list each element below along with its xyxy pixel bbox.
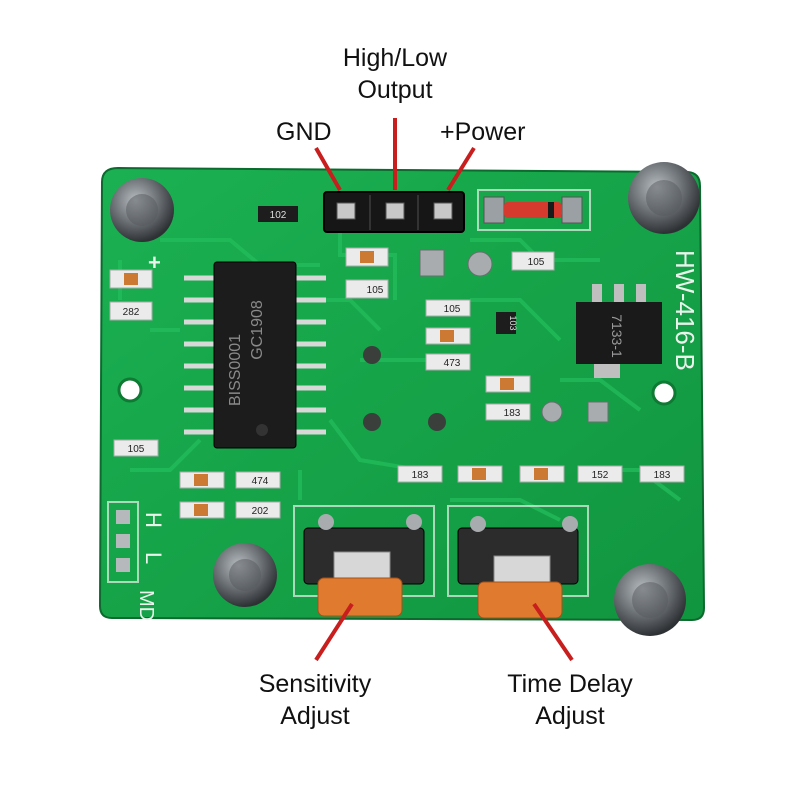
label-high-low-line2: Output [357, 76, 433, 104]
svg-text:473: 473 [444, 358, 461, 369]
label-sensitivity-line2: Adjust [280, 702, 350, 730]
potentiometer-sensitivity[interactable] [293, 505, 435, 617]
smd-resistor: 183 [639, 465, 685, 483]
svg-text:183: 183 [654, 470, 671, 481]
smd-resistor: 105 [425, 299, 471, 317]
silk-outline-diode [477, 189, 591, 231]
svg-text:102: 102 [270, 210, 287, 221]
pointer-arrows [314, 118, 574, 662]
capacitor-bottom-right [614, 564, 686, 636]
smd-resistor: 103 [496, 312, 518, 334]
smd-resistor: 105 [345, 279, 389, 299]
arrow-power [446, 146, 476, 192]
smd-resistor: 473 [425, 353, 471, 371]
svg-text:474: 474 [252, 476, 269, 487]
smd-resistor [425, 327, 471, 345]
via [428, 413, 446, 431]
svg-text:282: 282 [123, 307, 140, 318]
smd-resistor [485, 375, 531, 393]
svg-text:105: 105 [528, 257, 545, 268]
svg-text:152: 152 [592, 470, 609, 481]
silk-md-marking: MD [135, 590, 157, 621]
pad [467, 251, 493, 277]
label-gnd: GND [276, 118, 332, 146]
voltage-regulator: 7133-1 [576, 284, 662, 378]
mounting-hole-right [651, 380, 677, 406]
arrow-sensitivity [314, 602, 354, 662]
silk-h-marking: H [141, 512, 166, 528]
smd-resistor: 152 [577, 465, 623, 483]
smd-resistor [519, 465, 565, 483]
svg-text:202: 202 [252, 506, 269, 517]
jumper-pads [116, 510, 130, 572]
label-sensitivity-line1: Sensitivity [258, 670, 372, 698]
regulator-marking: 7133-1 [609, 314, 625, 358]
pin-header [323, 191, 465, 233]
pad [587, 401, 609, 423]
smd-resistor [345, 247, 389, 267]
sensitivity-knob[interactable] [317, 577, 403, 617]
svg-text:183: 183 [504, 408, 521, 419]
capacitor-bottom-left [213, 543, 277, 607]
diode [483, 196, 583, 224]
silk-outline-jumper [107, 501, 139, 583]
svg-text:103: 103 [508, 315, 518, 330]
silk-l-marking: L [141, 552, 166, 564]
smd-resistor: 183 [485, 403, 531, 421]
svg-text:105: 105 [367, 285, 384, 296]
pin-gnd [336, 202, 356, 220]
via [363, 413, 381, 431]
label-high-low-output: High/Low Output [325, 42, 465, 106]
smd-resistor: 105 [113, 439, 159, 457]
smd-resistor: 183 [397, 465, 443, 483]
chip-marking-1: BISS0001 [227, 334, 244, 406]
label-time-delay-adjust: Time Delay Adjust [480, 668, 660, 732]
smd-resistor: 102 [258, 206, 298, 222]
ic-biss0001: BISS0001 GC1908 [184, 261, 326, 449]
time-delay-knob[interactable] [477, 581, 563, 619]
model-marking: HW-416-B [670, 250, 700, 371]
smd-resistor [109, 269, 153, 289]
svg-text:105: 105 [128, 444, 145, 455]
pad [419, 249, 445, 277]
mounting-hole-left [117, 377, 143, 403]
smd-resistor: 105 [511, 251, 555, 271]
svg-text:183: 183 [412, 470, 429, 481]
smd-resistor: 282 [109, 301, 153, 321]
svg-text:105: 105 [444, 304, 461, 315]
smd-resistor [457, 465, 503, 483]
smd-resistor: 202 [235, 501, 281, 519]
smd-resistor [179, 471, 225, 489]
chip-marking-2: GC1908 [249, 300, 266, 360]
capacitor-top-left [110, 178, 174, 242]
pin-power [433, 202, 453, 220]
via [363, 346, 381, 364]
via [541, 401, 563, 423]
smd-resistor: 474 [235, 471, 281, 489]
label-high-low-line1: High/Low [342, 44, 448, 72]
label-sensitivity-adjust: Sensitivity Adjust [230, 668, 400, 732]
potentiometer-time-delay[interactable] [447, 505, 589, 619]
capacitor-top-right [628, 162, 700, 234]
smd-resistor [179, 501, 225, 519]
arrow-time-delay [532, 602, 574, 662]
label-time-delay-line1: Time Delay [507, 670, 633, 698]
label-power: +Power [440, 118, 526, 146]
arrow-gnd [314, 147, 342, 191]
label-time-delay-line2: Adjust [535, 702, 605, 730]
pin-output [385, 202, 405, 220]
silk-plus-marking: + [148, 250, 161, 275]
